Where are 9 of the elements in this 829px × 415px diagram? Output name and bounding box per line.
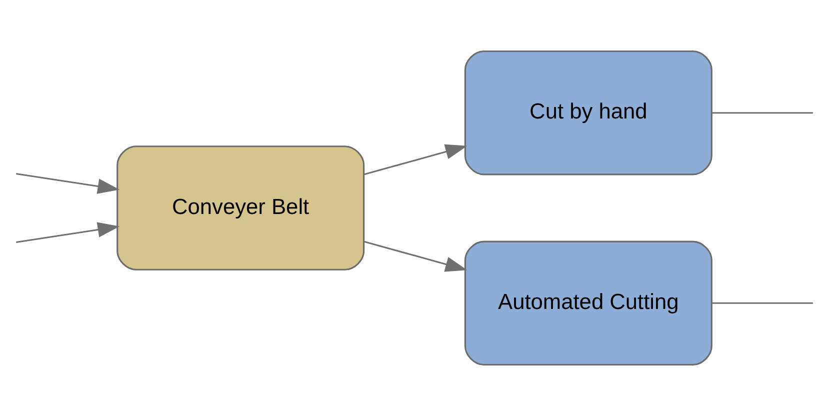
- arrow: [16, 222, 120, 243]
- arrow: [364, 240, 468, 272]
- node-box: Cut by hand: [464, 50, 712, 175]
- connector: [712, 112, 813, 114]
- arrow: [16, 172, 120, 194]
- node-box: Conveyer Belt: [116, 145, 365, 270]
- node-box: Automated Cutting: [464, 240, 712, 366]
- arrow: [364, 144, 468, 175]
- connector: [712, 302, 813, 304]
